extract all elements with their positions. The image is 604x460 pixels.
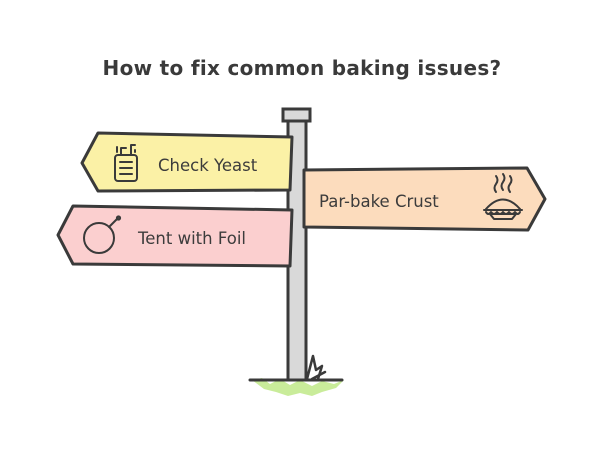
sign-tent-with-foil-board	[56, 204, 294, 268]
sign-tent-with-foil-label: Tent with Foil	[137, 229, 246, 248]
signpost-pole	[281, 107, 312, 382]
frying-pan-icon	[83, 215, 122, 254]
sign-check-yeast-label: Check Yeast	[158, 156, 258, 175]
grass-patch	[252, 378, 344, 396]
sign-par-bake-crust-label: Par-bake Crust	[319, 192, 439, 211]
page-title: How to fix common baking issues?	[102, 56, 502, 80]
pie-icon	[483, 173, 523, 220]
pole-cap	[281, 107, 312, 123]
sign-par-bake-crust[interactable]: Par-bake Crust	[302, 166, 547, 232]
sign-tent-with-foil[interactable]: Tent with Foil	[56, 204, 294, 268]
yeast-packet-icon	[114, 144, 138, 182]
sign-check-yeast-board	[80, 131, 294, 193]
sign-check-yeast[interactable]: Check Yeast	[80, 131, 294, 193]
sign-par-bake-crust-board	[302, 166, 547, 232]
